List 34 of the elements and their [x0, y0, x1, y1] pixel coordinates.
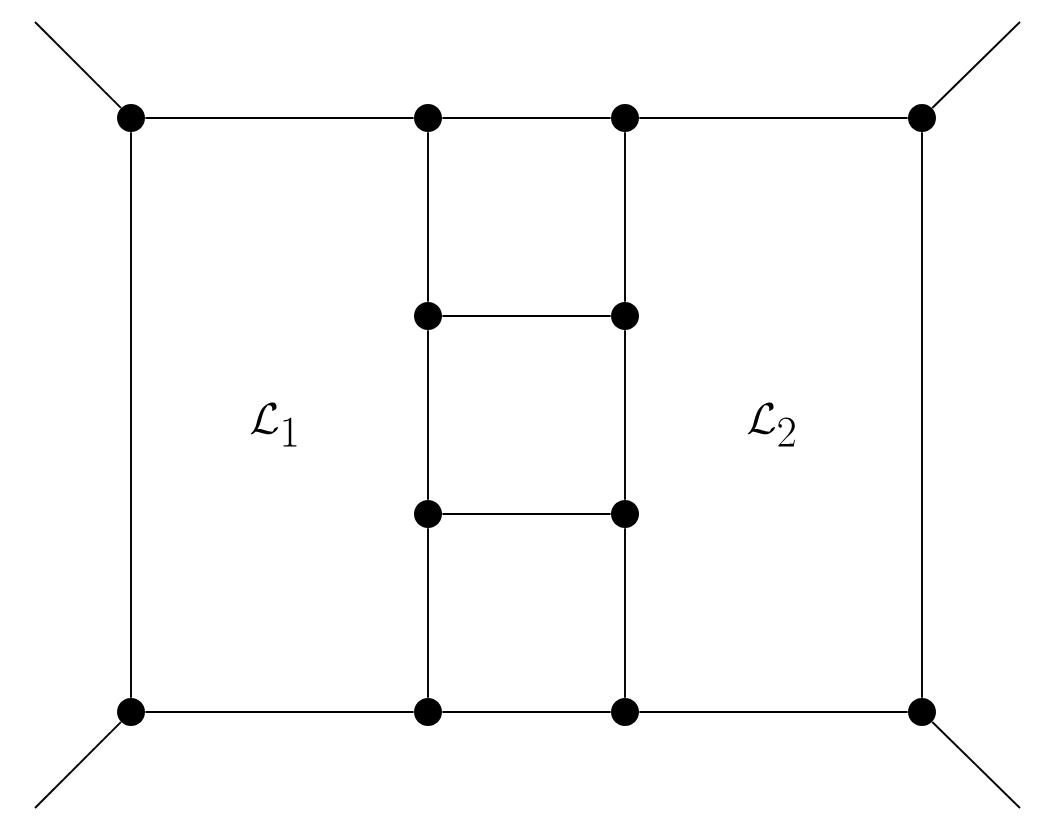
vertex-dot — [117, 104, 145, 132]
propagator-line — [130, 131, 132, 699]
vertex-dot — [611, 104, 639, 132]
vertex-dot — [414, 698, 442, 726]
external-leg — [931, 21, 1021, 109]
propagator-line — [441, 315, 612, 317]
vertex-dot — [908, 698, 936, 726]
propagator-line — [624, 329, 626, 501]
vertex-dot — [414, 104, 442, 132]
propagator-line — [441, 711, 612, 713]
propagator-line — [624, 131, 626, 303]
vertex-dot — [908, 104, 936, 132]
propagator-line — [427, 329, 429, 501]
propagator-line — [441, 117, 612, 119]
loop-label: $\mathcal{L}_2$ — [747, 402, 795, 447]
propagator-line — [638, 711, 909, 713]
propagator-line — [441, 513, 612, 515]
propagator-line — [144, 711, 415, 713]
vertex-dot — [611, 302, 639, 330]
vertex-dot — [414, 302, 442, 330]
vertex-dot — [611, 500, 639, 528]
loop-label: $\mathcal{L}_1$ — [250, 402, 297, 447]
external-leg — [931, 721, 1021, 809]
external-leg — [34, 721, 122, 809]
vertex-dot — [611, 698, 639, 726]
propagator-line — [427, 527, 429, 699]
propagator-line — [144, 117, 415, 119]
external-leg — [34, 21, 122, 109]
propagator-line — [624, 527, 626, 699]
vertex-dot — [117, 698, 145, 726]
propagator-line — [427, 131, 429, 303]
vertex-dot — [414, 500, 442, 528]
propagator-line — [921, 131, 923, 699]
propagator-line — [638, 117, 909, 119]
